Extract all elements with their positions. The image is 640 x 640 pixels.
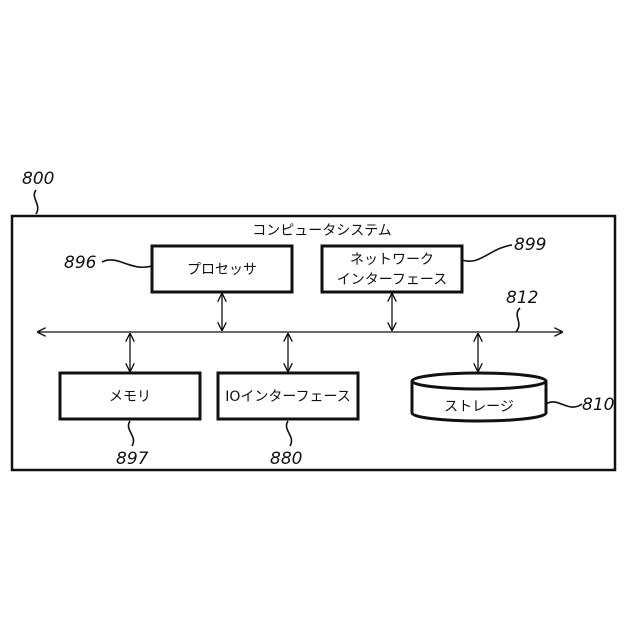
network-interface-label-line1: ネットワーク bbox=[350, 252, 434, 268]
ref-897: 897 bbox=[116, 449, 149, 469]
network-interface-label-line2: インターフェース bbox=[337, 272, 447, 288]
leader-800 bbox=[34, 190, 37, 214]
io-interface-label: IOインターフェース bbox=[225, 389, 351, 405]
computer-system-label: コンピュータシステム bbox=[252, 223, 392, 239]
ref-800: 800 bbox=[22, 169, 54, 189]
ref-896: 896 bbox=[64, 253, 97, 273]
ref-899: 899 bbox=[514, 235, 546, 255]
ref-812: 812 bbox=[506, 288, 538, 308]
ref-880: 880 bbox=[270, 449, 302, 469]
storage-label: ストレージ bbox=[444, 399, 514, 415]
ref-810: 810 bbox=[582, 395, 614, 415]
processor-label: プロセッサ bbox=[187, 262, 257, 278]
memory-label: メモリ bbox=[109, 389, 151, 405]
